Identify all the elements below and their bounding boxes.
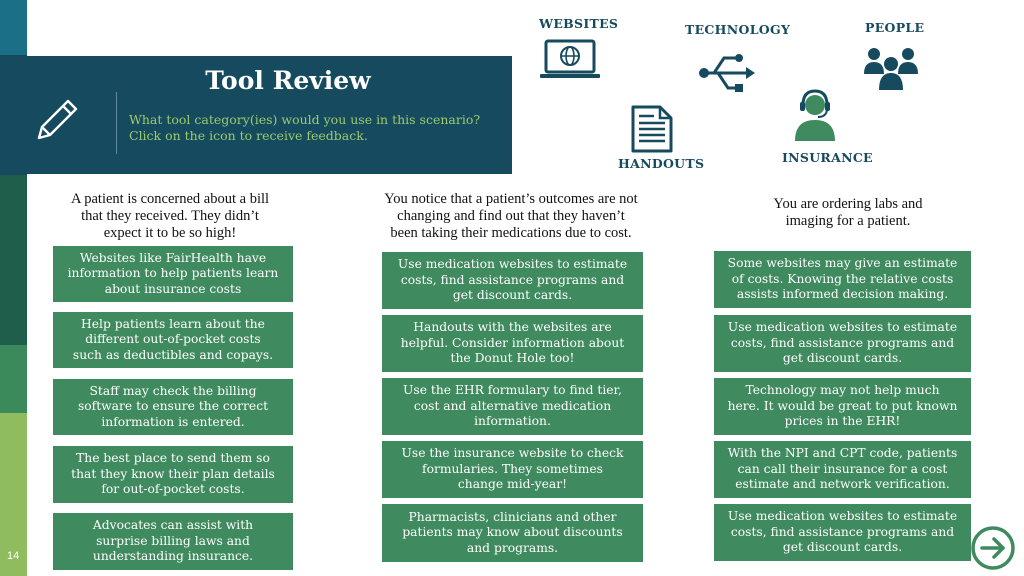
side-stripe-teal	[0, 0, 27, 55]
category-people-button[interactable]: PEOPLE	[855, 16, 927, 96]
laptop-globe-icon	[540, 39, 600, 78]
category-technology-label: TECHNOLOGY	[685, 22, 791, 37]
side-stripe-green	[0, 345, 27, 413]
category-people-label: PEOPLE	[865, 20, 925, 35]
usb-icon	[699, 54, 755, 92]
category-insurance-button[interactable]: INSURANCE	[776, 86, 873, 168]
side-stripe-dark-green	[0, 175, 27, 345]
document-icon	[631, 105, 673, 153]
banner-divider	[116, 92, 117, 154]
feedback-box-technology[interactable]: Use the EHR formulary to find tier,cost …	[382, 378, 643, 435]
people-group-icon	[864, 48, 918, 90]
header-banner	[0, 56, 512, 174]
headset-agent-icon	[795, 89, 835, 141]
category-insurance-label: INSURANCE	[782, 150, 873, 165]
scenario-2-text: You notice that a patient’s outcomes are…	[384, 191, 638, 241]
category-websites-label: WEBSITES	[539, 16, 619, 31]
page-number: 14	[7, 550, 20, 562]
side-stripe-light-green	[0, 413, 27, 576]
page-subtitle: What tool category(ies) would you use in…	[129, 112, 481, 143]
scenario-3-text: You are ordering labs and imaging for a …	[773, 196, 923, 229]
category-websites-button[interactable]: WEBSITES	[532, 12, 618, 82]
category-handouts-label: HANDOUTS	[618, 156, 705, 171]
category-technology-button[interactable]: TECHNOLOGY	[680, 18, 790, 98]
scenario-1-text: A patient is concerned about a bill that…	[70, 191, 270, 241]
arrow-right-circle-icon[interactable]	[970, 525, 1016, 571]
page-title: Tool Review	[205, 66, 371, 95]
category-handouts-button[interactable]: HANDOUTS	[612, 102, 704, 174]
pencil-icon	[37, 99, 78, 140]
